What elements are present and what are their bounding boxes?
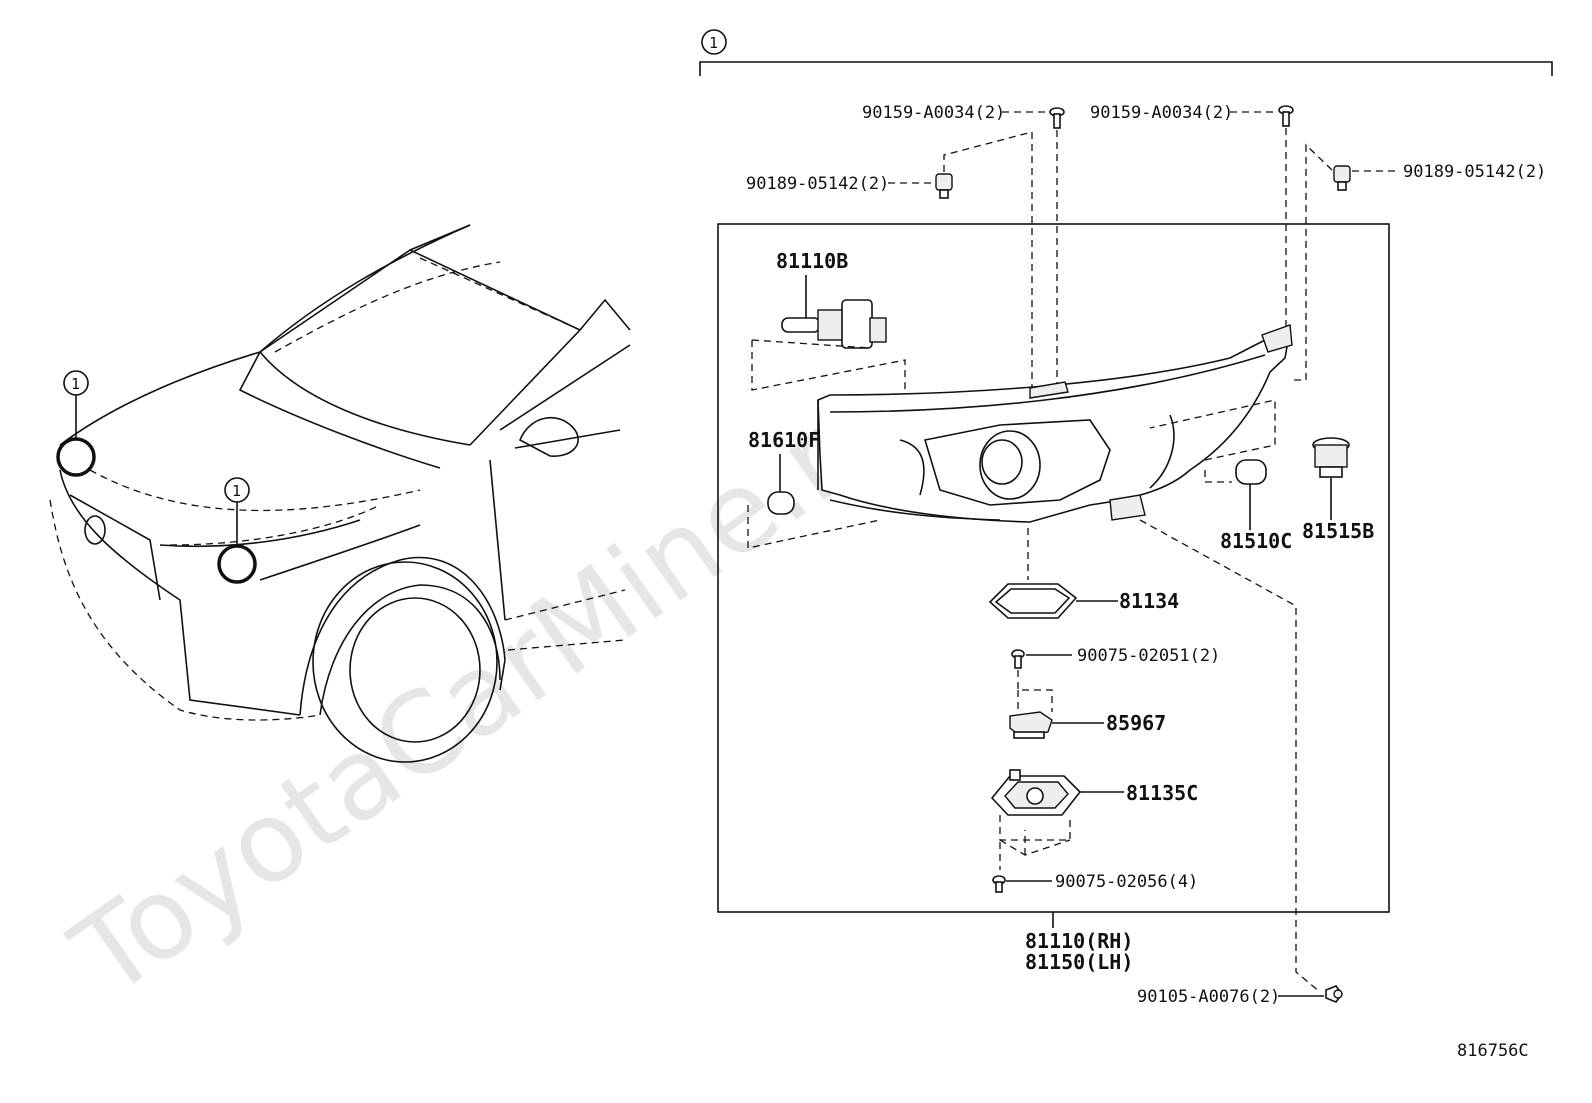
gasket-icon — [988, 583, 1078, 619]
part-label-81134: 81134 — [1119, 589, 1179, 613]
callout-marker — [224, 477, 250, 503]
part-label-81515b: 81515B — [1302, 519, 1374, 543]
screw-icon — [1049, 107, 1065, 129]
clip-nut-icon — [1333, 165, 1351, 191]
part-label-90105-a0076: 90105-A0076(2) — [1137, 987, 1280, 1007]
part-label-90189-05142-left: 90189-05142(2) — [746, 174, 889, 194]
wedge-bulb-icon — [1235, 459, 1267, 485]
wedge-bulb-icon — [767, 491, 795, 515]
part-label-81510c: 81510C — [1220, 529, 1292, 553]
vehicle-front-view: 1 1 — [49, 224, 631, 763]
figure-code: 816756C — [1457, 1041, 1529, 1061]
headlamp-bulb-icon — [781, 299, 887, 349]
part-label-81610f: 81610F — [748, 428, 820, 452]
part-label-90075-02051: 90075-02051(2) — [1077, 646, 1220, 666]
leveling-actuator-icon — [1009, 711, 1053, 739]
clip-nut-icon — [935, 173, 953, 199]
part-label-81150-lh: 81150(LH) — [1025, 950, 1133, 974]
headlight-left-marker — [56, 437, 96, 477]
bolt-icon — [1325, 985, 1343, 1003]
screw-icon — [992, 875, 1006, 893]
headlight-right-marker — [217, 544, 257, 584]
part-label-90159-a0034-right: 90159-A0034(2) — [1090, 103, 1233, 123]
screw-icon — [1278, 105, 1294, 127]
headlamp-housing — [817, 324, 1293, 523]
callout-number: 1 — [71, 375, 80, 393]
part-label-90075-02056: 90075-02056(4) — [1055, 872, 1198, 892]
part-label-81110b: 81110B — [776, 249, 848, 273]
bulb-socket-icon — [1312, 437, 1350, 478]
part-label-90159-a0034-left: 90159-A0034(2) — [862, 103, 1005, 123]
callout-number: 1 — [232, 482, 241, 500]
part-label-81135c: 81135C — [1126, 781, 1198, 805]
screw-icon — [1011, 649, 1025, 669]
callout-marker — [63, 370, 89, 396]
part-label-81110-rh: 81110(RH) — [1025, 929, 1133, 953]
watermark: ToyotaCarMine.ru — [50, 354, 927, 1022]
ballast-computer-icon — [990, 769, 1082, 816]
part-label-90189-05142-right: 90189-05142(2) — [1403, 162, 1546, 182]
part-label-85967: 85967 — [1106, 711, 1166, 735]
callout-number: 1 — [709, 34, 718, 52]
assembly-bracket: 1 — [699, 29, 1553, 76]
